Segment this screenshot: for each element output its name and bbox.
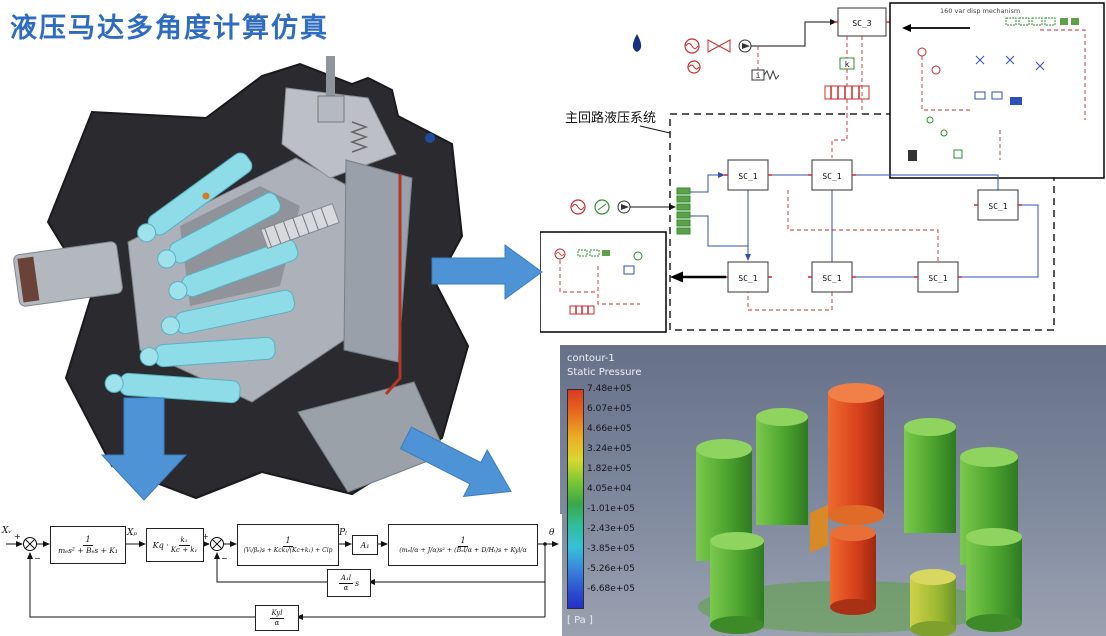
svg-text:k: k (845, 60, 850, 69)
legend-value: -1.01e+05 (587, 504, 635, 514)
theta-label: θ (549, 528, 555, 538)
legend-value: 6.07e+05 (587, 404, 632, 414)
legend-value: 7.48e+05 (587, 384, 632, 394)
svg-text:i: i (756, 71, 761, 80)
legend-value: 4.05e+04 (587, 484, 632, 494)
main-circuit-label: 主回路液压系统 (565, 110, 656, 126)
legend-value: 3.24e+05 (587, 444, 632, 454)
pressure-gauge-icon (684, 38, 701, 74)
valve-icon (707, 39, 731, 53)
sc1-block: SC_1 (808, 159, 856, 191)
sc3-block: SC_3 (834, 7, 890, 37)
spring-group (260, 121, 369, 250)
transfer-block-load: 1(mₑl/α + J/α)s² + (Bₑl/α + D/Hₜ)s + Kyl… (388, 524, 538, 566)
transfer-block-flow: 1(Vₜ/βₑ)s + Kck₁/(Kc+k₁) + Cip (237, 524, 339, 566)
sc1-block: SC_1 (974, 189, 1022, 221)
legend-title: Static Pressure (567, 367, 642, 378)
sc1-block: SC_1 (808, 261, 856, 293)
sc1-block: SC_1 (724, 159, 772, 191)
sum-junction (210, 537, 224, 551)
block-diagram-lines (6, 537, 559, 620)
valve-stem (326, 56, 335, 100)
cylinder-high-pressure (828, 383, 884, 525)
cylinder-low (910, 569, 956, 636)
transfer-block-area: A₁ (352, 535, 378, 555)
svg-text:SC_1: SC_1 (988, 202, 1007, 211)
plus-sign: + (202, 532, 209, 541)
supply-source-icons (570, 199, 676, 215)
svg-text:SC_1: SC_1 (822, 172, 841, 181)
manifold-block (676, 187, 691, 235)
input-label: Xᵥ (2, 526, 12, 536)
sum-junction (23, 537, 37, 551)
sc1-block: SC_1 (914, 261, 962, 293)
svg-text:160 var disp mechanism: 160 var disp mechanism (940, 7, 1020, 15)
pressure-colorbar (567, 389, 584, 609)
cylinder (966, 528, 1022, 632)
minus-sign: − (34, 554, 41, 563)
cylinder (710, 532, 764, 634)
motor-cutaway-rendering (13, 56, 470, 500)
svg-text:SC_1: SC_1 (738, 172, 757, 181)
cylinder (904, 418, 956, 533)
cylinder-mid-pressure (830, 525, 876, 615)
cfd-contour-panel: contour-1 Static Pressure 7.48e+05 6.07e… (560, 345, 1106, 636)
legend-value: -3.85e+05 (587, 544, 635, 554)
legend-value: -6.68e+05 (587, 584, 635, 594)
pump-control-inset (540, 231, 667, 333)
hydraulic-system-schematic: 主回路液压系统 i SC_3 (540, 2, 1105, 333)
spring-valve-icon: i (751, 46, 780, 81)
pl-label: Pₗ (339, 528, 348, 538)
blue-marker-dot (425, 133, 435, 143)
page-title: 液压马达多角度计算仿真 (10, 13, 329, 44)
piston-pressure-rendering (696, 383, 1022, 636)
gain-k-block: k (839, 57, 855, 70)
svg-text:SC_1: SC_1 (928, 274, 947, 283)
sc1-block: SC_1 (724, 261, 772, 293)
orange-marker-dot (202, 192, 210, 200)
svg-text:SC_3: SC_3 (852, 19, 871, 28)
svg-text:SC_1: SC_1 (822, 274, 841, 283)
xp-label: Xₚ (127, 528, 138, 538)
orange-reflection (810, 505, 828, 553)
minus-sign: − (221, 554, 228, 563)
legend-value: 4.66e+05 (587, 424, 632, 434)
zoom-arrow (670, 271, 726, 283)
legend-value: -2.43e+05 (587, 524, 635, 534)
control-rod-red-line (384, 174, 402, 395)
svg-text:SC_1: SC_1 (738, 274, 757, 283)
plus-sign: + (14, 532, 21, 541)
pressure-unit-label: [ Pa ] (567, 615, 593, 626)
piston-group (104, 152, 299, 404)
fluid-drop-icon (632, 34, 642, 52)
variable-displacement-inset: 160 var disp mechanism (889, 2, 1105, 179)
legend-value: -5.26e+05 (587, 564, 635, 574)
contour-name-label: contour-1 (567, 353, 615, 364)
pump-icon (738, 39, 752, 53)
cylinder (756, 408, 808, 525)
legend-value: 1.82e+05 (587, 464, 632, 474)
